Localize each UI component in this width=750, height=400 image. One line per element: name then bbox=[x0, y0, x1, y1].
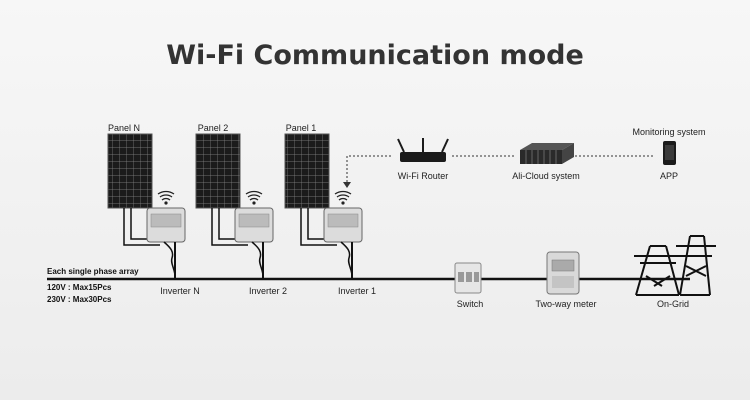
wifi-icon bbox=[334, 190, 352, 201]
panel-1-group bbox=[284, 133, 363, 280]
panel-label-n: Panel N bbox=[107, 123, 141, 133]
grid-tower-icon bbox=[634, 235, 716, 296]
array-note-heading: Each single phase array bbox=[47, 267, 139, 276]
smartphone-icon bbox=[663, 141, 676, 165]
comm-link-inverter-router bbox=[346, 155, 392, 182]
array-note-120v: 120V : Max15Pcs bbox=[47, 283, 112, 292]
grid-label: On-Grid bbox=[656, 299, 690, 309]
diagram-title: Wi-Fi Communication mode bbox=[166, 40, 584, 71]
solar-panel-1 bbox=[284, 133, 330, 209]
inverter-label-2: Inverter 2 bbox=[248, 286, 288, 296]
monitoring-label: Monitoring system bbox=[632, 127, 706, 137]
cloud-label: Ali-Cloud system bbox=[512, 171, 580, 181]
array-note-230v: 230V : Max30Pcs bbox=[47, 295, 112, 304]
app-label: APP bbox=[659, 171, 679, 181]
panel-label-2: Panel 2 bbox=[197, 123, 229, 133]
meter-label: Two-way meter bbox=[535, 299, 597, 309]
panel-label-1: Panel 1 bbox=[285, 123, 317, 133]
wifi-icon bbox=[157, 190, 175, 201]
solar-panel-n bbox=[107, 133, 153, 209]
panel-n-group bbox=[107, 133, 186, 280]
router-icon bbox=[397, 138, 449, 162]
solar-panel-2 bbox=[195, 133, 241, 209]
panel-2-group bbox=[195, 133, 274, 280]
router-label: Wi-Fi Router bbox=[397, 171, 449, 181]
switch-label: Switch bbox=[456, 299, 484, 309]
switch-icon bbox=[454, 262, 482, 294]
cloud-server-icon bbox=[520, 143, 574, 164]
inverter-label-1: Inverter 1 bbox=[337, 286, 377, 296]
inverter-label-n: Inverter N bbox=[160, 286, 200, 296]
wifi-icon bbox=[245, 190, 263, 201]
array-note: Each single phase array 120V : Max15Pcs … bbox=[47, 266, 139, 306]
meter-icon bbox=[546, 251, 580, 295]
